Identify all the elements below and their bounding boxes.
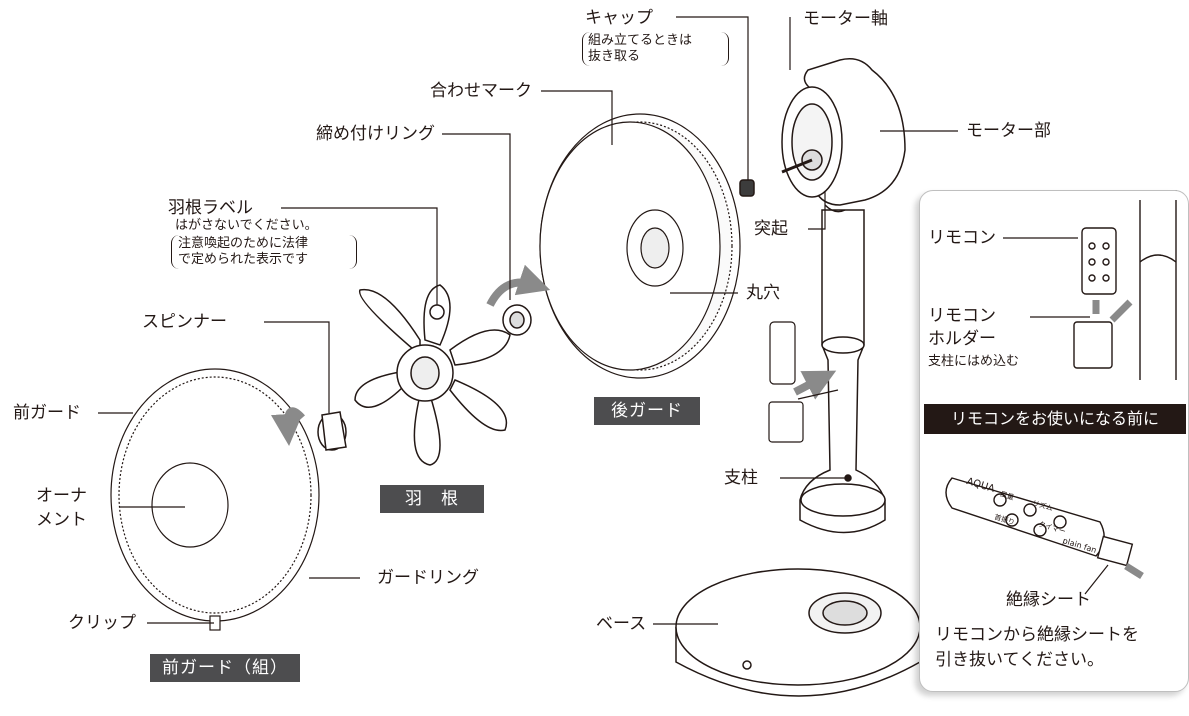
guard-ring-label: ガードリング: [377, 568, 479, 588]
instruction-line2: 引き抜いてください。: [935, 650, 1104, 670]
clip-label: クリップ: [68, 613, 136, 633]
pole-label: 支柱: [724, 468, 758, 488]
front-guard-set-tag: 前ガード（組）: [150, 654, 300, 682]
holder-note: 支柱にはめ込む: [928, 354, 1020, 369]
spinner-label: スピンナー: [142, 312, 227, 332]
ornament-label-1: オーナ: [36, 486, 87, 506]
inset-title: リモコンをお使いになる前に: [924, 404, 1186, 434]
leader-lines: [98, 16, 958, 625]
front-guard-drawing: [110, 368, 320, 631]
blade-label-note-bracket: [171, 235, 357, 269]
remote-holder-label-1: リモコン: [928, 306, 996, 326]
base-label: ベース: [596, 614, 647, 634]
motor-drawing: [781, 58, 906, 213]
protrusion-label: 突起: [754, 219, 788, 239]
blade-label-note-3: で定められた表示です: [178, 252, 309, 267]
ornament-label-2: メント: [36, 510, 87, 530]
front-guard-label: 前ガード: [13, 403, 81, 423]
rear-guard-tag: 後ガード: [594, 397, 700, 425]
rear-guard-drawing: [539, 113, 741, 379]
align-mark-label: 合わせマーク: [430, 81, 532, 101]
spinner-drawing: [317, 411, 347, 451]
motor-shaft-label: モーター軸: [803, 9, 888, 29]
cap-drawing: [739, 179, 755, 197]
cap-note-bracket: [582, 32, 729, 66]
cap-note-line1: 組み立てるときは: [588, 33, 693, 48]
remote-inset-panel: [919, 190, 1189, 692]
blade-tag: 羽 根: [380, 485, 484, 513]
round-hole-label: 丸穴: [746, 283, 780, 303]
motor-unit-label: モーター部: [966, 121, 1051, 141]
instruction-line1: リモコンから絶縁シートを: [935, 625, 1139, 645]
remote-holder-label-2: ホルダー: [928, 329, 996, 349]
insulation-sheet-label: 絶縁シート: [1006, 590, 1091, 610]
cap-label: キャップ: [585, 8, 653, 28]
tighten-ring-label: 締め付けリング: [316, 124, 435, 144]
small-remote-drawing: [768, 321, 804, 443]
blade-label-label: 羽根ラベル: [168, 198, 253, 218]
blade-label-note-2: 注意喚起のために法律: [178, 236, 309, 251]
base-drawing: [675, 568, 921, 697]
cap-note-line2: 抜き取る: [588, 49, 641, 64]
tighten-ring-drawing: [502, 304, 532, 336]
blade-label-note: はがさないでください。: [175, 218, 318, 233]
pole-drawing: [799, 209, 886, 534]
blade-drawing: [354, 284, 511, 466]
remote-label: リモコン: [928, 228, 996, 248]
assembly-arrows: [270, 264, 837, 446]
